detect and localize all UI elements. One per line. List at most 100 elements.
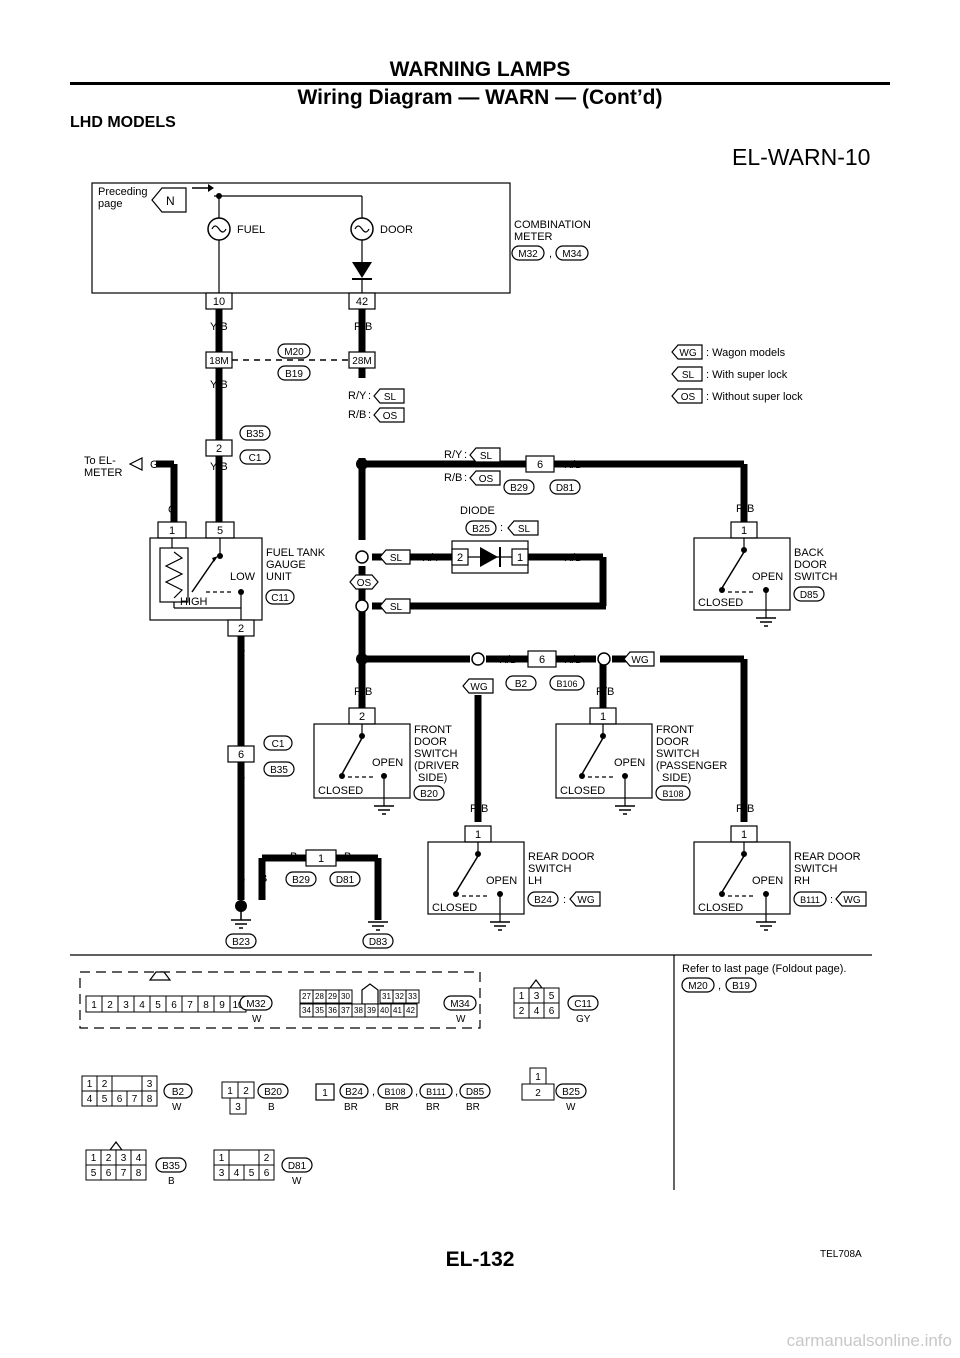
svg-text:2: 2	[216, 443, 222, 455]
svg-text:B25: B25	[562, 1087, 580, 1098]
svg-text:B25: B25	[472, 524, 490, 535]
svg-text:OPEN: OPEN	[486, 875, 517, 887]
svg-text:M20: M20	[284, 347, 304, 358]
diode-b25: DIODE B25 2 1	[451, 505, 529, 574]
section-subtitle: Wiring Diagram — WARN — (Cont’d)	[297, 86, 663, 109]
svg-text:WG: WG	[679, 348, 696, 359]
fuel-tank-gauge-unit: 1 5 LOW HIGH 2 FUEL TANK GAUGE UNIT C11	[149, 521, 326, 637]
svg-text:WG: WG	[843, 895, 860, 906]
svg-text:BACK: BACK	[794, 547, 825, 559]
svg-text:B: B	[168, 1176, 175, 1187]
pin-number: 3	[123, 1000, 129, 1011]
svg-text:SL: SL	[480, 451, 493, 462]
pin-number: 4	[234, 1168, 240, 1179]
svg-text:: Wagon models: : Wagon models	[706, 347, 786, 359]
svg-text::: :	[563, 894, 566, 906]
pin-number: 10	[232, 1000, 244, 1011]
pin-number: 42	[406, 1006, 415, 1015]
pin-number: 32	[395, 992, 404, 1001]
svg-text:B2: B2	[515, 679, 528, 690]
svg-text:6: 6	[238, 749, 244, 761]
svg-text:R/B: R/B	[564, 459, 582, 471]
svg-text:C1: C1	[272, 739, 285, 750]
pin-number: 31	[382, 992, 391, 1001]
svg-text:B111: B111	[800, 895, 820, 905]
svg-text:W: W	[566, 1102, 576, 1113]
pin-number: 7	[121, 1168, 127, 1179]
connector-tag-m34	[555, 245, 589, 261]
pin-number: 2	[243, 1086, 249, 1097]
svg-text:B2: B2	[172, 1087, 185, 1098]
page-number: EL-132	[445, 1248, 515, 1271]
svg-text:B: B	[238, 644, 245, 656]
svg-text:B35: B35	[270, 765, 288, 776]
pin-cell	[111, 1075, 143, 1092]
pin-number: 1	[535, 1072, 541, 1083]
svg-text:R/B: R/B	[736, 503, 754, 515]
svg-text:B29: B29	[510, 483, 528, 494]
svg-text:(DRIVER: (DRIVER	[414, 760, 459, 772]
svg-text:RH: RH	[794, 875, 810, 887]
svg-text:SWITCH: SWITCH	[794, 571, 837, 583]
svg-text:1: 1	[169, 525, 175, 537]
svg-text:2: 2	[359, 711, 365, 723]
pin-cell	[258, 1164, 275, 1181]
svg-text:R/B: R/B	[564, 654, 582, 666]
svg-text:,: ,	[415, 1086, 418, 1098]
combination-meter: Preceding page N FUEL DOOR COMBINATION M…	[91, 182, 591, 310]
pin-number: 28	[315, 992, 324, 1001]
svg-text:DOOR: DOOR	[414, 736, 447, 748]
pin-number: 27	[302, 992, 311, 1001]
svg-text:N: N	[166, 194, 175, 208]
splice-points	[235, 458, 611, 912]
pin-cell	[338, 989, 353, 1004]
svg-text::: :	[464, 472, 467, 484]
svg-text:B: B	[238, 771, 245, 783]
pin-number: 6	[171, 1000, 177, 1011]
svg-text:SWITCH: SWITCH	[794, 863, 837, 875]
svg-text:SL: SL	[390, 602, 403, 613]
svg-text:B: B	[290, 851, 297, 863]
connector-b29-d81-pin6: 6 B29 D81	[503, 455, 581, 495]
svg-text:1: 1	[322, 1088, 328, 1099]
svg-text:CLOSED: CLOSED	[698, 597, 743, 609]
svg-text:B19: B19	[285, 369, 303, 380]
pin-number: 5	[549, 991, 555, 1002]
svg-text:D85: D85	[466, 1087, 485, 1098]
pin-number: 36	[328, 1006, 337, 1015]
svg-text:: Without super lock: : Without super lock	[706, 391, 803, 403]
pin-number: 5	[91, 1168, 97, 1179]
pin-number: 29	[328, 992, 337, 1001]
svg-text:CLOSED: CLOSED	[698, 902, 743, 914]
wiring-harness	[156, 309, 748, 920]
pin-number: 34	[302, 1006, 311, 1015]
svg-text:METER: METER	[84, 467, 123, 479]
connector-b2-b106: 6 B2 B106	[505, 650, 585, 691]
svg-text:R/B: R/B	[564, 552, 582, 564]
svg-text:REAR DOOR: REAR DOOR	[528, 851, 595, 863]
svg-text:LOW: LOW	[230, 571, 256, 583]
pin-number: 1	[91, 1153, 97, 1164]
svg-text:M32: M32	[518, 249, 538, 260]
svg-text:1: 1	[600, 711, 606, 723]
svg-text:FUEL TANK: FUEL TANK	[266, 547, 326, 559]
pin-number: 39	[367, 1006, 376, 1015]
pin-number: 33	[408, 992, 417, 1001]
svg-text:METER: METER	[514, 231, 553, 243]
preceding-label: Preceding	[98, 186, 148, 198]
pin-number: 3	[235, 1102, 241, 1113]
pin-number: 3	[121, 1153, 127, 1164]
svg-text:R/B: R/B	[470, 803, 488, 815]
connector-tag-n	[151, 187, 187, 213]
svg-text:REAR DOOR: REAR DOOR	[794, 851, 861, 863]
svg-text:W: W	[172, 1102, 182, 1113]
pin-cell	[521, 1083, 555, 1101]
pin-number: 40	[380, 1006, 389, 1015]
b25-pinout: 12	[521, 1067, 555, 1101]
svg-text:B: B	[268, 1102, 275, 1113]
svg-text:R/B: R/B	[444, 472, 462, 484]
svg-text:R/B: R/B	[499, 654, 517, 666]
